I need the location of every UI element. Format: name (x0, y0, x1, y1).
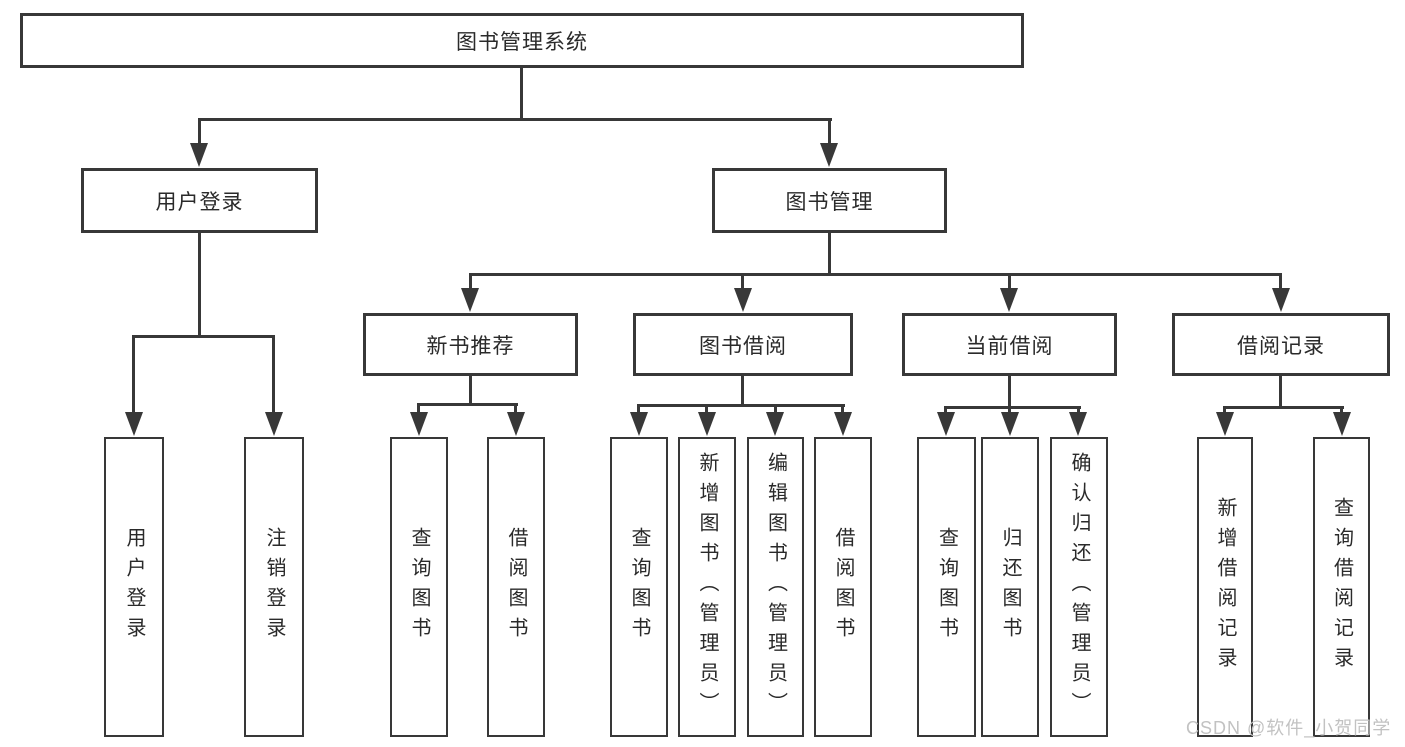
connector-line (1279, 273, 1282, 290)
connector-line (469, 273, 1282, 276)
connector-line (417, 403, 518, 406)
connector-line (198, 118, 201, 146)
connector-line (469, 376, 472, 406)
arrowhead-down-icon (1000, 288, 1018, 312)
leaf-edit-books-admin: 编辑图书（管理员） (747, 437, 804, 737)
node-book-management: 图书管理 (712, 168, 947, 233)
leaf-label: 查询借阅记录 (1330, 497, 1353, 677)
leaf-borrow-books: 借阅图书 (487, 437, 545, 737)
connector-line (132, 335, 135, 413)
leaf-query-borrow-record: 查询借阅记录 (1313, 437, 1370, 737)
connector-line (272, 335, 275, 413)
connector-line (1008, 406, 1011, 414)
connector-line (1279, 376, 1282, 408)
leaf-label: 查询图书 (935, 527, 958, 647)
node-label: 当前借阅 (965, 334, 1054, 358)
arrowhead-down-icon (265, 412, 283, 436)
connector-line (469, 273, 472, 290)
node-book-borrow: 图书借阅 (633, 313, 853, 376)
arrowhead-down-icon (125, 412, 143, 436)
node-label: 新书推荐 (426, 334, 515, 358)
leaf-label: 借阅图书 (832, 527, 854, 647)
watermark-text: CSDN @软件_小贺同学 (1186, 718, 1392, 738)
node-label: 借阅记录 (1237, 334, 1325, 358)
node-label: 图书管理 (785, 190, 874, 214)
connector-line (944, 406, 1081, 409)
leaf-return-books: 归还图书 (981, 437, 1039, 737)
arrowhead-down-icon (1001, 412, 1019, 436)
arrowhead-down-icon (1272, 288, 1290, 312)
arrowhead-down-icon (410, 412, 428, 436)
leaf-label: 查询图书 (408, 527, 430, 647)
connector-line (520, 68, 523, 118)
connector-line (828, 118, 831, 146)
connector-line (1340, 406, 1343, 414)
node-borrow-record: 借阅记录 (1172, 313, 1390, 376)
arrowhead-down-icon (630, 412, 648, 436)
leaf-label: 注销登录 (263, 527, 285, 647)
node-label: 图书借阅 (699, 334, 787, 358)
leaf-query-books: 查询图书 (610, 437, 668, 737)
connector-line (198, 233, 201, 338)
node-library-management-system: 图书管理系统 (20, 13, 1024, 68)
connector-line (774, 404, 777, 414)
connector-line (1077, 406, 1080, 414)
arrowhead-down-icon (507, 412, 525, 436)
connector-line (741, 273, 744, 290)
arrowhead-down-icon (1216, 412, 1234, 436)
arrowhead-down-icon (734, 288, 752, 312)
connector-line (1223, 406, 1226, 414)
leaf-add-borrow-record: 新增借阅记录 (1197, 437, 1253, 737)
node-label: 用户登录 (155, 190, 244, 214)
connector-line (1008, 376, 1011, 408)
leaf-label: 查询图书 (628, 527, 650, 647)
leaf-add-books-admin: 新增图书（管理员） (678, 437, 736, 737)
connector-line (944, 406, 947, 414)
arrowhead-down-icon (190, 143, 208, 167)
leaf-query-books: 查询图书 (390, 437, 448, 737)
leaf-label: 编辑图书（管理员） (764, 452, 787, 722)
connector-line (637, 404, 845, 407)
leaf-borrow-books: 借阅图书 (814, 437, 872, 737)
arrowhead-down-icon (820, 143, 838, 167)
arrowhead-down-icon (937, 412, 955, 436)
leaf-user-login: 用户登录 (104, 437, 164, 737)
connector-line (132, 335, 274, 338)
arrowhead-down-icon (1069, 412, 1087, 436)
connector-line (705, 404, 708, 414)
connector-line (417, 403, 420, 414)
leaf-logout: 注销登录 (244, 437, 304, 737)
leaf-label: 新增图书（管理员） (696, 452, 718, 722)
connector-line (514, 403, 517, 414)
arrowhead-down-icon (766, 412, 784, 436)
arrowhead-down-icon (698, 412, 716, 436)
leaf-query-books: 查询图书 (917, 437, 976, 737)
leaf-label: 确认归还（管理员） (1068, 452, 1090, 722)
leaf-label: 新增借阅记录 (1214, 497, 1236, 677)
connector-line (741, 376, 744, 406)
leaf-label: 借阅图书 (505, 527, 527, 647)
connector-line (828, 233, 831, 275)
arrowhead-down-icon (1333, 412, 1351, 436)
node-user-login: 用户登录 (81, 168, 318, 233)
node-new-book-recommend: 新书推荐 (363, 313, 578, 376)
leaf-label: 归还图书 (999, 527, 1021, 647)
arrowhead-down-icon (461, 288, 479, 312)
connector-line (637, 404, 640, 414)
leaf-label: 用户登录 (123, 527, 145, 647)
connector-line (841, 404, 844, 414)
connector-line (1223, 406, 1344, 409)
node-label: 图书管理系统 (456, 30, 588, 54)
leaf-confirm-return-admin: 确认归还（管理员） (1050, 437, 1108, 737)
node-current-borrow: 当前借阅 (902, 313, 1117, 376)
arrowhead-down-icon (834, 412, 852, 436)
connector-line (1008, 273, 1011, 290)
connector-line (198, 118, 832, 121)
